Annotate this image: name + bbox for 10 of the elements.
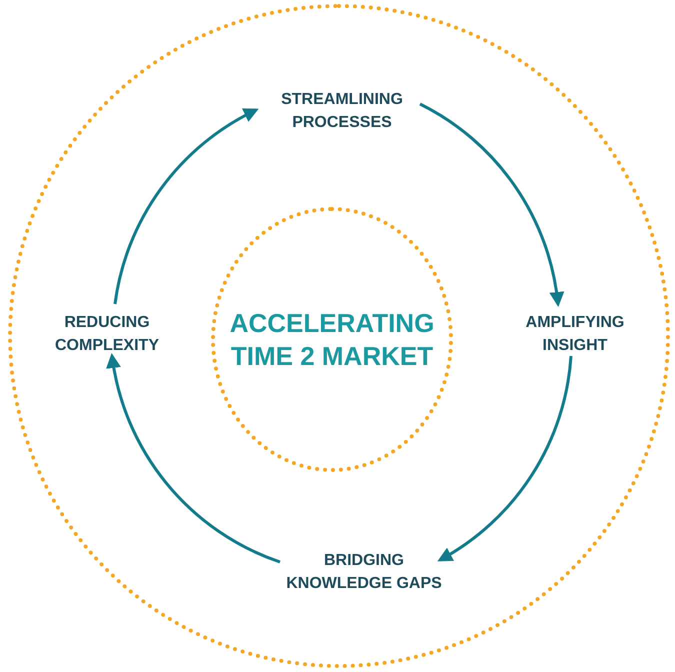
dotted-circle — [8, 4, 670, 668]
step-label: STREAMLINING PROCESSES — [262, 88, 422, 134]
arrow — [106, 353, 281, 564]
step-label: BRIDGING KNOWLEDGE GAPS — [286, 549, 442, 595]
step-label: REDUCING COMPLEXITY — [46, 311, 168, 357]
step-label: AMPLIFYING INSIGHT — [509, 311, 641, 357]
center-circle: ACCELERATING TIME 2 MARKET — [211, 207, 453, 472]
arrow — [437, 356, 572, 562]
arrow — [114, 108, 259, 304]
arrow — [419, 102, 564, 307]
